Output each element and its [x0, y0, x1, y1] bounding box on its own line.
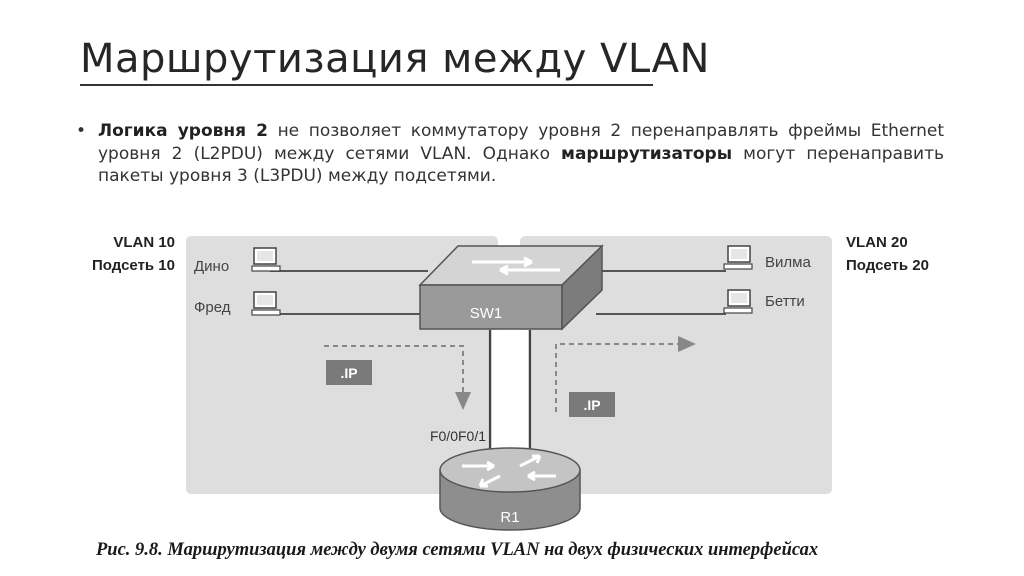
subnet-20-area [520, 236, 832, 494]
vlan-10-label: VLAN 10 [113, 234, 175, 251]
slide-title: Маршрутизация между VLAN [80, 36, 710, 82]
switch-sw1-icon [418, 244, 604, 331]
ip-packet-right-label: .IP [583, 397, 600, 413]
computer-icon [251, 247, 281, 272]
ip-packet-right [569, 392, 615, 417]
vlan-20-label: VLAN 20 [846, 234, 908, 251]
ip-packet-left-label: .IP [340, 365, 357, 381]
title-underline [80, 84, 653, 86]
link-switch-router [488, 330, 532, 460]
subnet-20-label: Подсеть 20 [846, 257, 929, 274]
interface-label: F0/0F0/1 [430, 428, 486, 444]
host-label-wilma: Вилма [765, 254, 811, 271]
router-r1-icon [439, 447, 581, 531]
packet-path-right [555, 336, 696, 412]
figure-caption: Рис. 9.8. Маршрутизация между двумя сетя… [96, 540, 819, 560]
host-label-dino: Дино [194, 258, 229, 275]
host-label-betty: Бетти [765, 293, 805, 310]
bullet-bold-2: маршрутизаторы [561, 143, 733, 164]
subnet-10-label: Подсеть 10 [92, 257, 175, 274]
switch-label: SW1 [470, 305, 503, 322]
bullet-text-2: могут перенаправить пакеты уровня 3 (L3P… [98, 143, 945, 187]
bullet-text-1: не позволяет коммутатору уровня 2 перена… [98, 121, 944, 164]
computer-icon [251, 291, 281, 316]
bullet-paragraph: • Логика уровня 2 не позволяет коммутато… [76, 120, 945, 188]
bullet-dot: • [76, 121, 87, 141]
ip-packet-left [326, 360, 372, 385]
computer-icon [723, 289, 753, 314]
packet-path-left [324, 345, 471, 410]
computer-icon [723, 245, 753, 270]
host-label-fred: Фред [194, 299, 231, 316]
router-label: R1 [500, 509, 519, 526]
bullet-bold-1: Логика уровня 2 [98, 121, 268, 141]
